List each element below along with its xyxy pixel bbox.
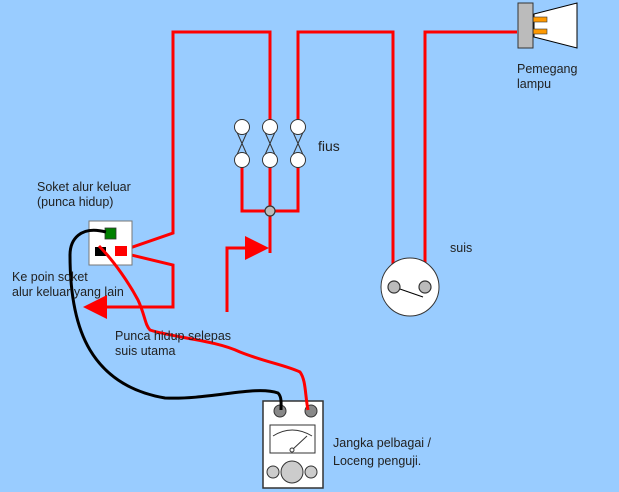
- label-line: Punca hidup selepas: [115, 329, 232, 343]
- label-line: (punca hidup): [37, 195, 114, 209]
- switch: [380, 257, 440, 317]
- fuses: [234, 119, 306, 168]
- label-line: Ke poin soket: [12, 270, 88, 284]
- meter-label: Jangka pelbagai / Loceng penguji.: [333, 436, 431, 469]
- live-wires: [83, 30, 517, 319]
- fuse-2: [262, 119, 278, 168]
- socket-label: Soket alur keluar(punca hidup): [37, 180, 131, 210]
- fuse-1: [234, 119, 250, 168]
- wire-fuse-to-switch: [296, 30, 395, 281]
- wire-live-after-switch: [225, 236, 269, 312]
- switch-label: suis: [450, 241, 473, 255]
- probe-lead-black: [68, 228, 283, 411]
- multimeter: [262, 400, 324, 489]
- fuse-label: fius: [318, 138, 340, 154]
- fuse-3: [290, 119, 306, 168]
- label-line: lampu: [517, 77, 552, 91]
- label-line: alur keluar yang lain: [12, 285, 124, 299]
- probe-lead-red: [97, 244, 310, 411]
- wire-switch-to-lamp: [423, 30, 517, 281]
- neutral-terminal: [95, 247, 106, 256]
- wire-socket-to-fuse: [126, 30, 272, 251]
- socket-outlet: [88, 220, 133, 266]
- label-line: Soket alur keluar: [37, 180, 131, 194]
- wire-socket-to-other-sockets: [83, 252, 175, 319]
- label-line: suis utama: [115, 344, 176, 358]
- label-line: Loceng penguji.: [333, 454, 422, 468]
- live-terminal: [115, 246, 127, 256]
- lamp-holder: [517, 2, 578, 49]
- junction-node: [264, 205, 276, 217]
- label-line: Pemegang: [517, 62, 578, 76]
- label-line: Jangka pelbagai /: [333, 436, 431, 450]
- earth-terminal: [104, 227, 117, 240]
